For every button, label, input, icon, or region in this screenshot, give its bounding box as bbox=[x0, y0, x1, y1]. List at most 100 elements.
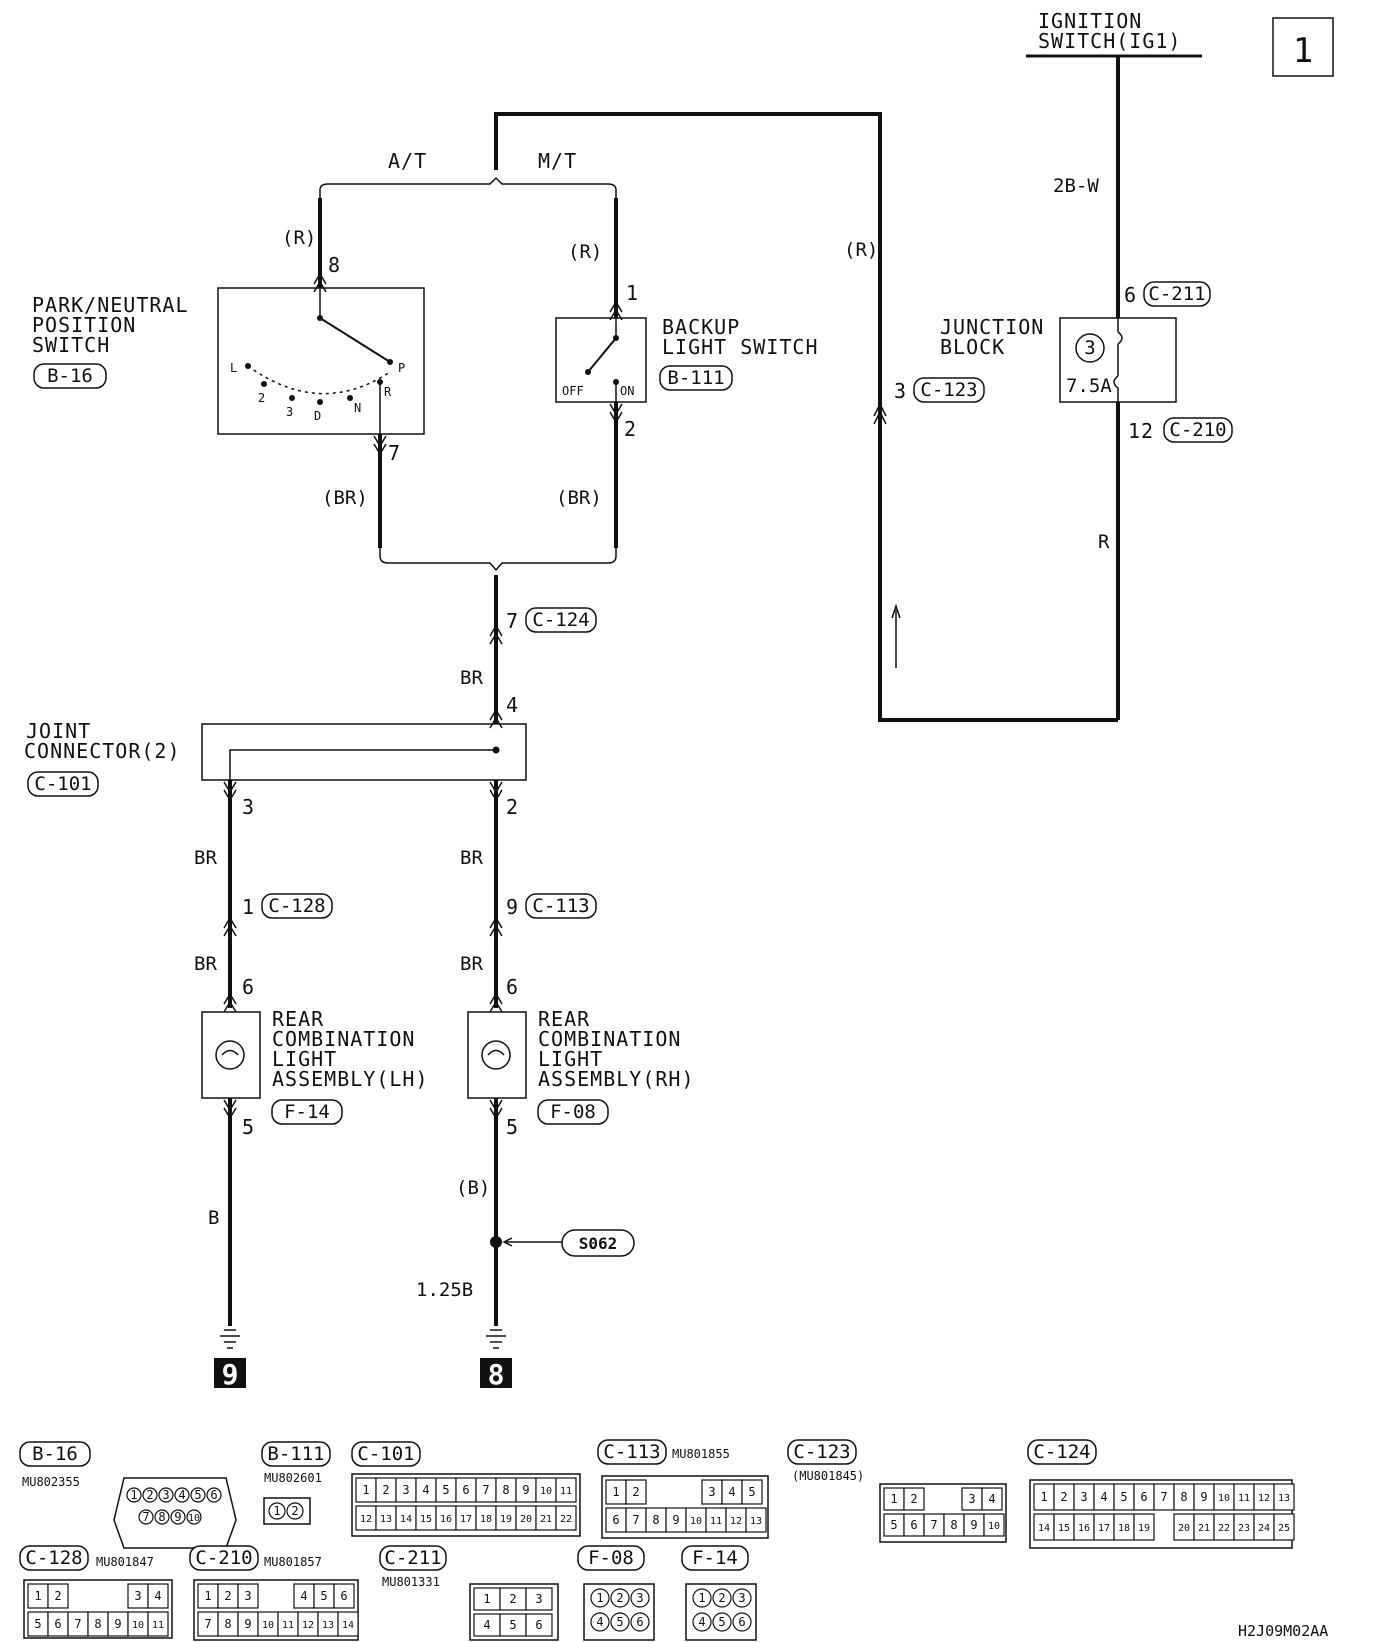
joint-label-2: CONNECTOR(2) bbox=[24, 739, 181, 763]
pin-number: 4 bbox=[596, 1615, 603, 1629]
pin-cell bbox=[1133, 1513, 1155, 1541]
wire-label-r: R bbox=[1098, 531, 1110, 553]
svg-text:C-128: C-128 bbox=[268, 895, 325, 917]
pin-cell bbox=[337, 1611, 359, 1637]
svg-text:ASSEMBLY(RH): ASSEMBLY(RH) bbox=[538, 1067, 695, 1091]
pin-number: 11 bbox=[560, 1486, 572, 1497]
joint-in-pin: 4 bbox=[506, 693, 519, 717]
pin-number: 13 bbox=[750, 1516, 762, 1527]
pin-number: 18 bbox=[1118, 1523, 1130, 1534]
pin-number: 20 bbox=[520, 1514, 532, 1525]
pin-cell bbox=[610, 1588, 630, 1608]
pin-number: 21 bbox=[1198, 1523, 1210, 1534]
pin-number: 20 bbox=[1178, 1523, 1190, 1534]
pin-number: 1 bbox=[273, 1504, 280, 1518]
pin-number: 15 bbox=[1058, 1523, 1070, 1534]
pin-number: 6 bbox=[612, 1513, 619, 1527]
pin-number: 1 bbox=[34, 1589, 41, 1603]
pin-cell bbox=[525, 1613, 553, 1637]
joint-connector: 4 JOINT CONNECTOR(2) C-101 3 2 bbox=[24, 693, 527, 819]
pin-number: 4 bbox=[483, 1618, 490, 1632]
pin-cell bbox=[732, 1612, 752, 1632]
svg-text:ASSEMBLY(LH): ASSEMBLY(LH) bbox=[272, 1067, 429, 1091]
svg-text:B-16: B-16 bbox=[32, 1443, 78, 1465]
joint-out-right-pin: 2 bbox=[506, 795, 519, 819]
connector-tag-c128: C-128 bbox=[261, 893, 333, 919]
pin-cell bbox=[47, 1583, 69, 1609]
pin-number: 3 bbox=[1080, 1490, 1087, 1504]
pin-number: 12 bbox=[730, 1516, 742, 1527]
pin-cell bbox=[1273, 1513, 1295, 1541]
svg-text:C-211: C-211 bbox=[1148, 283, 1205, 305]
pn-switch-label-1: PARK/NEUTRAL bbox=[32, 293, 189, 317]
ground-9-icon bbox=[220, 1329, 240, 1349]
junction-block-label-2: BLOCK bbox=[940, 335, 1005, 359]
pin-number: 6 bbox=[636, 1615, 643, 1629]
backup-out-wire: (BR) bbox=[556, 487, 602, 509]
pin-cell bbox=[333, 1583, 355, 1609]
br-merge-bracket bbox=[379, 548, 617, 572]
pin-number: 7 bbox=[930, 1518, 937, 1532]
rh-wire-2: BR bbox=[460, 953, 483, 975]
pin-cell bbox=[525, 1587, 553, 1611]
lh-lamp-out-pin: 5 bbox=[242, 1115, 255, 1139]
merge-point: 7 C-124 BR bbox=[460, 607, 597, 689]
backup-switch-label-2: LIGHT SWITCH bbox=[662, 335, 819, 359]
pin-cell bbox=[630, 1588, 650, 1608]
connector-tag-c124: C-124 bbox=[525, 607, 597, 633]
pin-number: 10 bbox=[988, 1521, 1000, 1532]
pin-number: 2 bbox=[632, 1485, 639, 1499]
pin-cell bbox=[555, 1505, 577, 1531]
pin-number: 24 bbox=[1258, 1523, 1270, 1534]
pin-number: 1 bbox=[362, 1483, 369, 1497]
rh-branch: BR 9 C-113 BR 6 5 (B) S062 1.25B 8 bbox=[416, 847, 635, 1391]
pin-number: 1 bbox=[130, 1488, 137, 1502]
pin-number: 1 bbox=[596, 1591, 603, 1605]
pin-number: 10 bbox=[262, 1620, 274, 1631]
pin-number: 9 bbox=[1200, 1490, 1207, 1504]
svg-text:B-16: B-16 bbox=[47, 365, 93, 387]
pin-number: 12 bbox=[302, 1620, 314, 1631]
pin-number: 9 bbox=[672, 1513, 679, 1527]
fuse-number: 3 bbox=[1084, 337, 1095, 359]
pos-d: D bbox=[314, 409, 321, 423]
pin-number: 8 bbox=[224, 1617, 231, 1631]
pin-number: 2 bbox=[382, 1483, 389, 1497]
pin-number: 4 bbox=[988, 1492, 995, 1506]
ground-number-9: 9 bbox=[222, 1358, 239, 1391]
jb-in-pin: 6 bbox=[1124, 283, 1137, 307]
pin-number: 8 bbox=[950, 1518, 957, 1532]
connector-tag-c211: C-211 bbox=[1143, 281, 1211, 307]
pin-number: 16 bbox=[440, 1514, 452, 1525]
pin-cell bbox=[610, 1612, 630, 1632]
ignition-switch-label-2: SWITCH(IG1) bbox=[1038, 29, 1181, 53]
c123-pin: 3 bbox=[894, 379, 907, 403]
pin-cell bbox=[206, 1487, 222, 1503]
lh-branch: BR 1 C-128 BR 6 5 B 9 bbox=[194, 847, 333, 1391]
pin-number: 21 bbox=[540, 1514, 552, 1525]
pin-number: 7 bbox=[142, 1510, 149, 1524]
ground-number-8: 8 bbox=[488, 1358, 505, 1391]
pin-cell bbox=[190, 1487, 206, 1503]
pin-number: 5 bbox=[890, 1518, 897, 1532]
backup-switch-label-1: BACKUP bbox=[662, 315, 740, 339]
pin-number: 25 bbox=[1278, 1523, 1290, 1534]
backup-light-switch: BACKUP LIGHT SWITCH B-111 (R) 1 OFF ON 2… bbox=[555, 241, 819, 509]
pin-number: 6 bbox=[210, 1488, 217, 1502]
return-branch-labels: (R) 3 C-123 bbox=[844, 239, 985, 668]
pin-number: 1 bbox=[1040, 1490, 1047, 1504]
connector-tag-c123: C-123 bbox=[913, 377, 985, 403]
pos-3: 3 bbox=[286, 405, 293, 419]
pin-number: 14 bbox=[400, 1514, 412, 1525]
pin-cell bbox=[170, 1509, 186, 1525]
lamp-lh-box bbox=[201, 1011, 261, 1099]
pin-number: 1 bbox=[204, 1589, 211, 1603]
pin-number: 2 bbox=[910, 1492, 917, 1506]
pin-number: 13 bbox=[1278, 1493, 1290, 1504]
